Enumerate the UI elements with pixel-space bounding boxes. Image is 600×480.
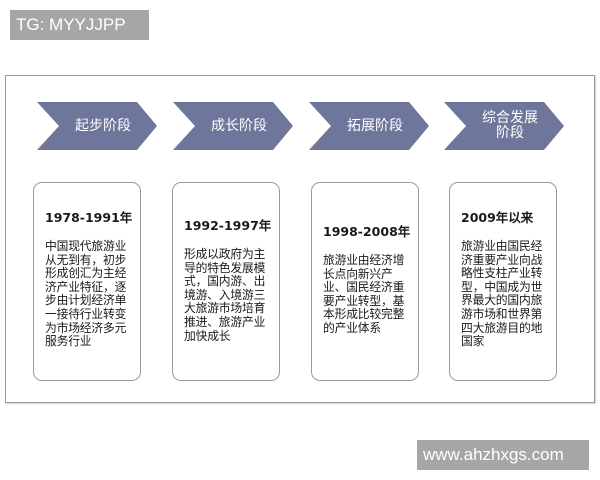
stage-chevron-2: 成长阶段 bbox=[173, 102, 293, 150]
stage-description: 形成以政府为主导的特色发展模式，国内游、出境游、入境游三大旅游市场培育推进、旅游… bbox=[184, 247, 266, 343]
chevron-arrow-icon bbox=[37, 102, 157, 150]
stage-title: 拓展阶段 bbox=[347, 117, 403, 134]
stage-card-4: 2009年以来 旅游业由国民经济重要产业向战略性支柱产业转型，中国成为世界最大的… bbox=[449, 182, 557, 381]
watermark-bottom: www.ahzhxgs.com bbox=[417, 440, 589, 470]
stage-card-2: 1992-1997年 形成以政府为主导的特色发展模式，国内游、出境游、入境游三大… bbox=[172, 182, 280, 381]
stage-chevron-4: 综合发展阶段 bbox=[444, 102, 564, 150]
stage-chevron-3: 拓展阶段 bbox=[309, 102, 429, 150]
stage-title: 综合发展阶段 bbox=[482, 110, 538, 141]
diagram-frame bbox=[5, 75, 595, 403]
stage-period: 1978-1991年 bbox=[45, 210, 133, 225]
chevron-arrow-icon bbox=[173, 102, 293, 150]
stage-description: 旅游业由经济增长点向新兴产业、国民经济重要产业转型，基本形成比较完整的产业体系 bbox=[323, 253, 405, 335]
stage-description: 中国现代旅游业从无到有，初步形成创汇为主经济产业特征，逐步由计划经济单一接待行业… bbox=[45, 239, 127, 349]
stage-chevron-1: 起步阶段 bbox=[37, 102, 157, 150]
chevron-arrow-icon bbox=[444, 102, 564, 150]
stage-card-1: 1978-1991年 中国现代旅游业从无到有，初步形成创汇为主经济产业特征，逐步… bbox=[33, 182, 141, 381]
stage-title: 成长阶段 bbox=[211, 117, 267, 134]
watermark-top: TG: MYYJJPP bbox=[10, 10, 149, 40]
stage-period: 1992-1997年 bbox=[184, 218, 272, 233]
chevron-arrow-icon bbox=[309, 102, 429, 150]
stage-period: 1998-2008年 bbox=[323, 224, 411, 239]
stage-title: 起步阶段 bbox=[75, 117, 131, 134]
stage-card-3: 1998-2008年 旅游业由经济增长点向新兴产业、国民经济重要产业转型，基本形… bbox=[311, 182, 419, 381]
stage-description: 旅游业由国民经济重要产业向战略性支柱产业转型，中国成为世界最大的国内旅游市场和世… bbox=[461, 239, 543, 349]
stage-period: 2009年以来 bbox=[461, 210, 534, 225]
